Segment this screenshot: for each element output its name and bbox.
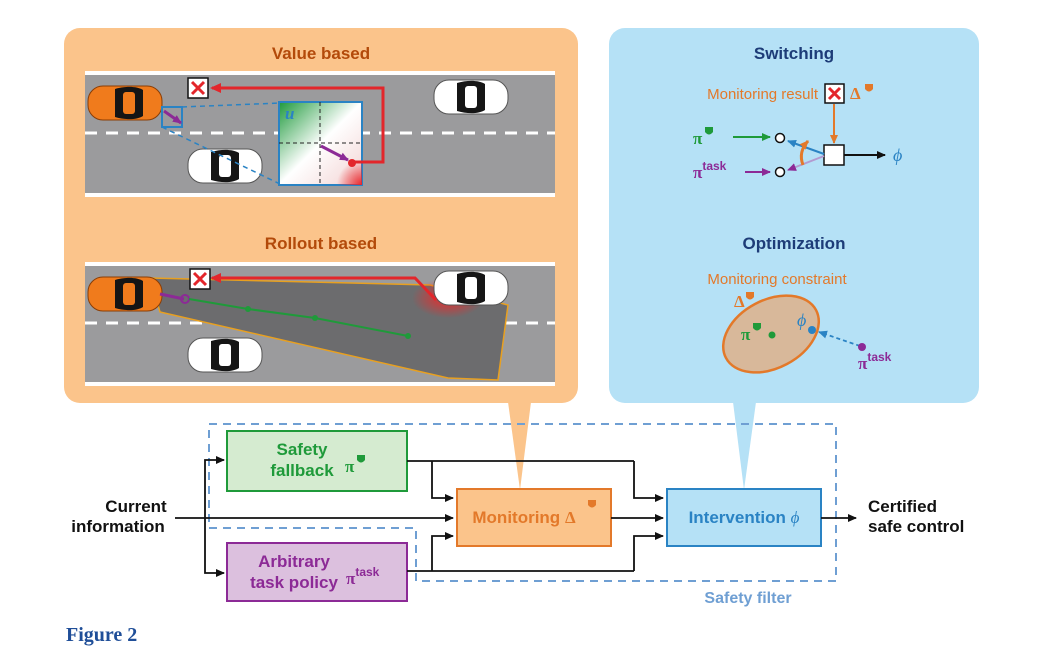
safety-fallback-line1: Safety <box>276 440 328 459</box>
callout-blue <box>733 402 756 490</box>
rollout-based-title: Rollout based <box>265 234 377 253</box>
certified-line2: safe control <box>868 517 964 536</box>
current-info-line2: information <box>71 517 165 536</box>
shield-icon <box>588 500 596 508</box>
callout-orange <box>508 402 531 490</box>
opt-pi-safe: π <box>741 325 751 344</box>
opt-delta: Δ <box>734 292 745 311</box>
figure-caption-label: Figure 2 <box>66 624 138 646</box>
state-highlight-box <box>161 106 183 128</box>
opt-pi-task: πtask <box>858 350 892 373</box>
task-policy-box <box>226 542 408 602</box>
intervention-label: Intervention ϕ <box>689 508 800 527</box>
task-superscript: task <box>702 159 726 173</box>
monitoring-result-label: Monitoring result <box>707 86 819 103</box>
switch-phi: ϕ <box>893 145 902 165</box>
switching-title: Switching <box>754 44 834 63</box>
value-based-title: Value based <box>272 44 370 63</box>
shield-icon <box>753 323 761 331</box>
opt-phi: ϕ <box>797 310 806 330</box>
value-red-arrow <box>210 83 385 164</box>
safety-fallback-line2: fallback <box>270 461 334 480</box>
fallback-rollout-path <box>188 298 409 337</box>
safety-fallback-pi: π <box>345 457 355 476</box>
task-policy-line1: Arbitrary <box>258 552 330 571</box>
task-policy-pi: πtask <box>346 565 380 588</box>
orange-ego-car-icon <box>87 85 163 121</box>
safety-filter-boundary <box>208 423 837 582</box>
value-function-plot <box>278 101 363 186</box>
switch-pi-task: πtask <box>693 159 727 182</box>
white-car-icon <box>433 79 509 115</box>
optimization-title: Optimization <box>743 234 846 253</box>
task-superscript: task <box>355 565 379 579</box>
switch-block <box>823 144 845 166</box>
monitoring-label: Monitoring Δ <box>472 508 576 527</box>
shield-icon <box>865 84 873 92</box>
monitoring-box <box>456 488 612 547</box>
current-info-line1: Current <box>105 497 167 516</box>
task-policy-step <box>159 292 185 301</box>
task-policy-line2: task policy <box>250 573 338 592</box>
switch-toggle-arc <box>799 139 810 166</box>
white-car-icon <box>433 270 509 306</box>
certified-line1: Certified <box>868 497 937 516</box>
monitoring-constraint-label: Monitoring constraint <box>707 271 847 288</box>
switch-pi-safe: π <box>693 129 703 148</box>
shield-icon <box>357 455 365 463</box>
task-superscript: task <box>867 350 891 364</box>
safety-filter-label: Safety filter <box>704 590 791 607</box>
safety-fallback-box <box>226 430 408 492</box>
u-label: u <box>285 104 294 123</box>
unsafe-x-icon <box>187 77 209 99</box>
white-car-icon <box>187 148 263 184</box>
rollout-red-arrow <box>210 273 438 302</box>
white-car-icon <box>187 337 263 373</box>
unsafe-x-icon <box>189 268 211 290</box>
orange-ego-car-icon <box>87 276 163 312</box>
monitoring-result-x-icon <box>824 83 845 104</box>
shield-icon <box>746 292 754 300</box>
blue-panel <box>609 28 979 403</box>
switch-delta-label: Δ <box>850 84 861 103</box>
shield-icon <box>705 127 713 135</box>
